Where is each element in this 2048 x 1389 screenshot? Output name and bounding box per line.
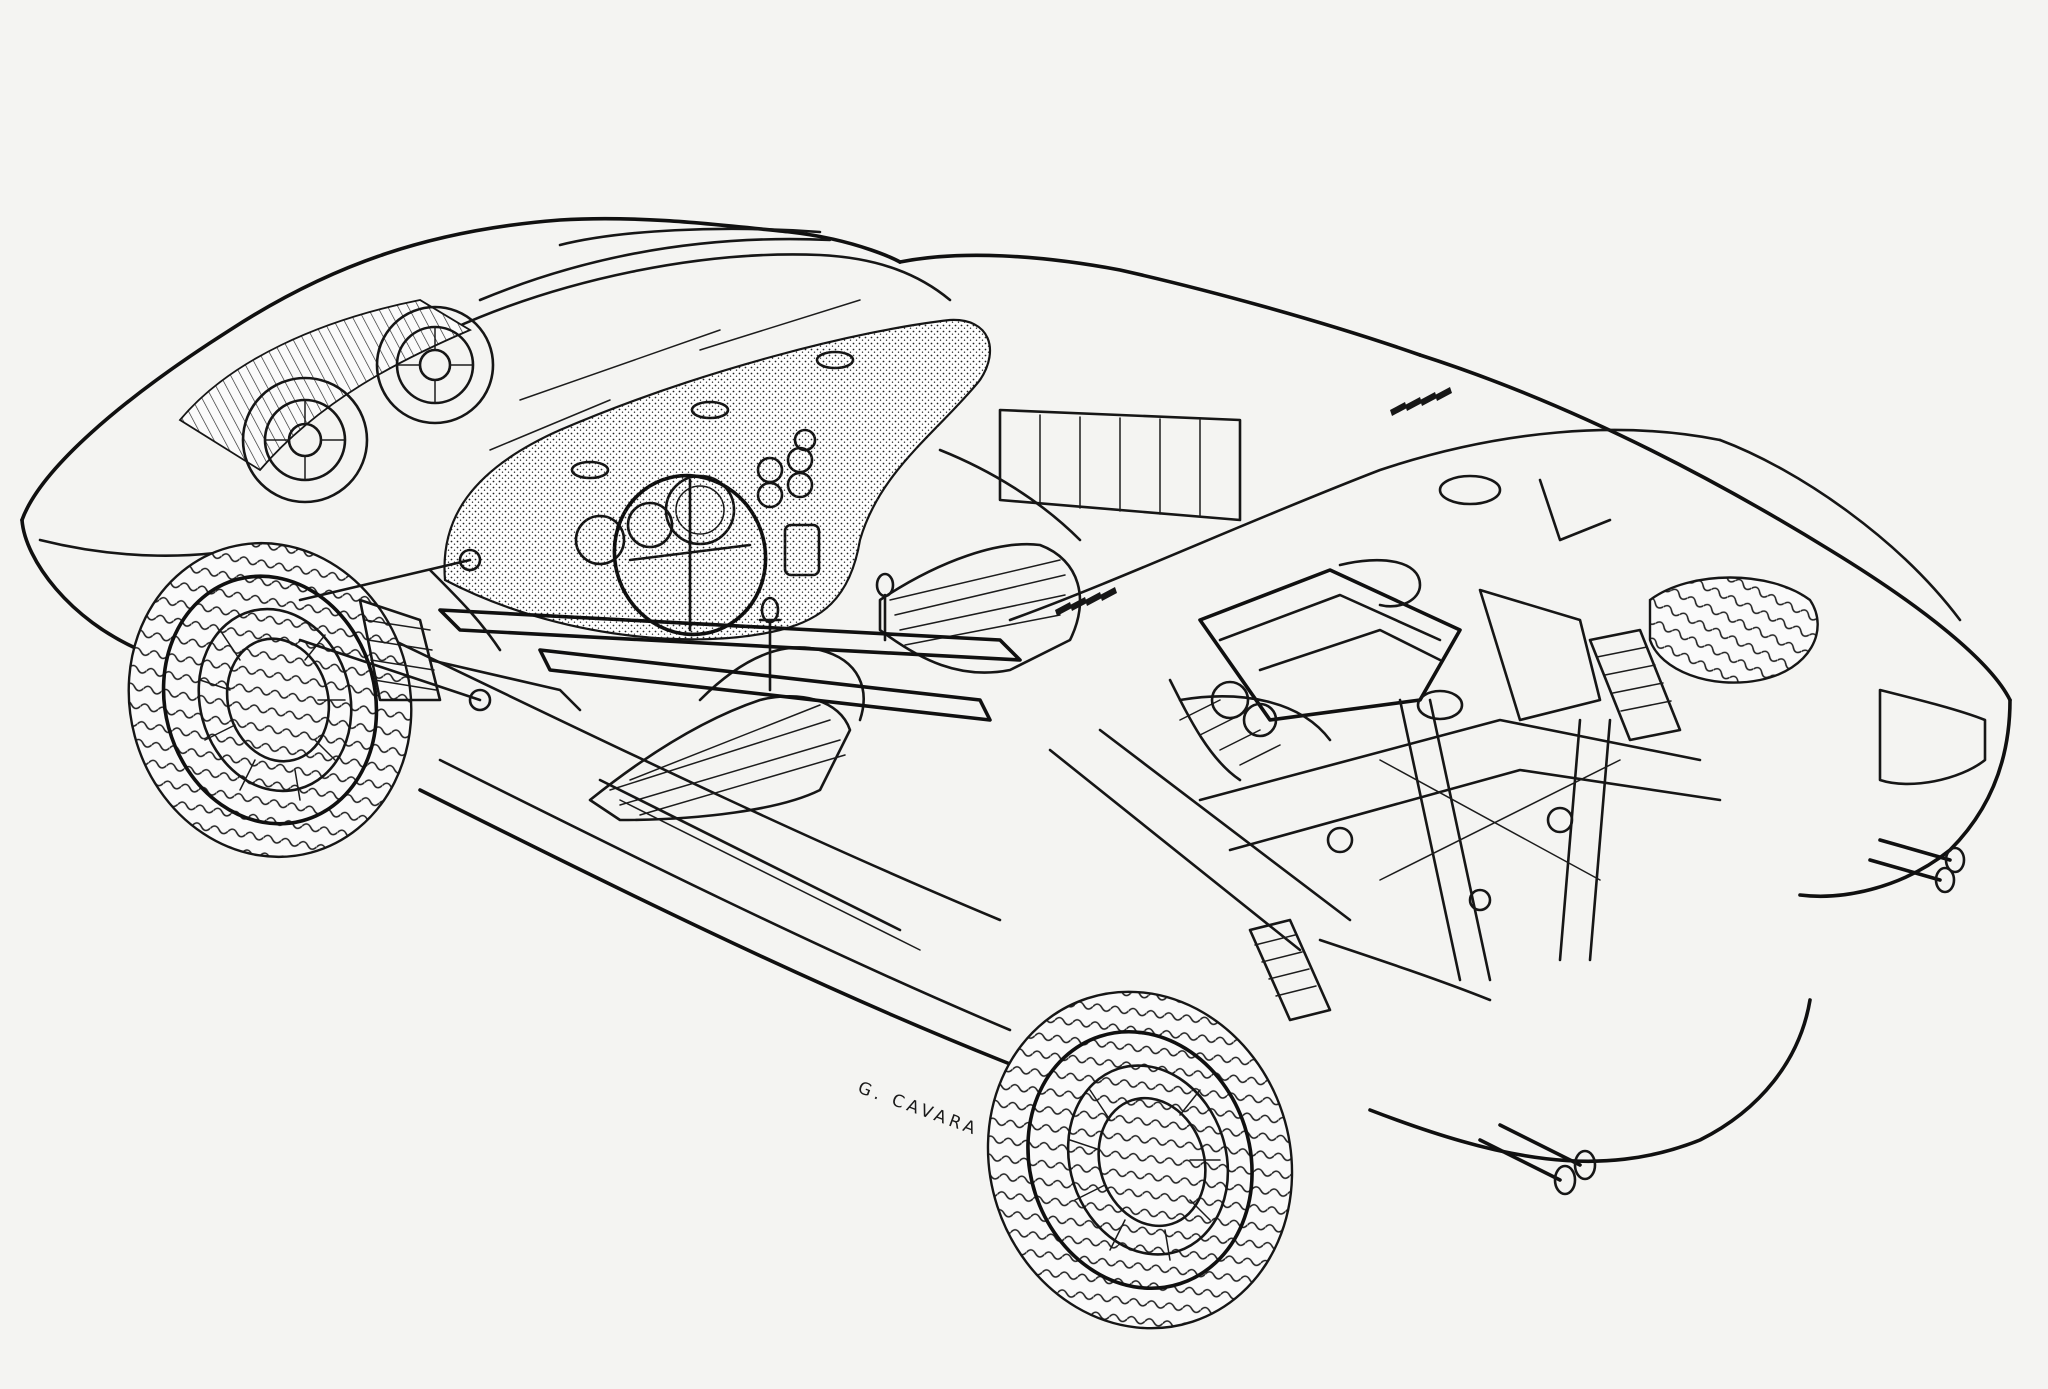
front-wheel-hub-left (241, 376, 369, 504)
windscreen-frame (448, 227, 952, 451)
door-frame (428, 568, 1022, 722)
front-wheel-hub-right (375, 305, 495, 425)
rear-wheel (986, 990, 1294, 1330)
rear-coil-spring-right (1588, 628, 1682, 742)
dashboard (443, 318, 992, 641)
side-sill (598, 778, 921, 951)
steering-wheel (612, 473, 768, 637)
roof-vents (1055, 387, 1452, 616)
rear-frame (1048, 698, 1722, 1002)
front-wheel (127, 541, 413, 859)
spare-tyre (1648, 576, 1819, 684)
front-headlights (178, 299, 495, 504)
engine (1168, 474, 1612, 782)
front-suspension (298, 548, 582, 712)
exhaust-pipes (1478, 838, 1966, 1196)
interior-cabin (588, 408, 1242, 822)
rear-coil-spring-left (1248, 918, 1332, 1022)
